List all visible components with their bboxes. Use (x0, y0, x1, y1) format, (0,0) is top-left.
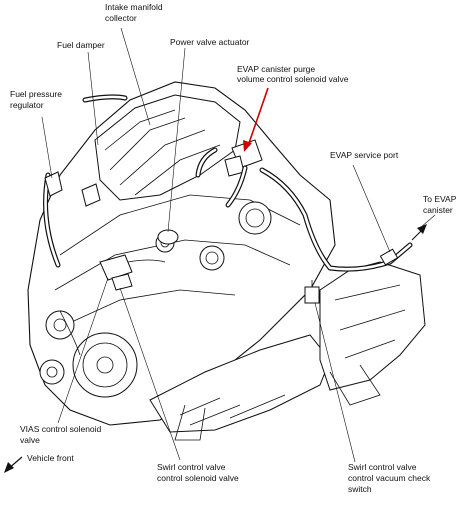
to-evap-canister-line-2: canister (423, 205, 453, 215)
label-power-valve-actuator: Power valve actuator (170, 37, 250, 47)
intake-manifold-line-2: collector (105, 13, 137, 23)
vias-line-1: VIAS control solenoid (20, 424, 102, 434)
evap-service-port-line-1: EVAP service port (330, 150, 399, 160)
swirl-solenoid-line-2: control solenoid valve (157, 473, 239, 483)
to-evap-canister-line-1: To EVAP (423, 194, 457, 204)
power-valve-actuator-line-1: Power valve actuator (170, 37, 250, 47)
fuel-damper-line-1: Fuel damper (57, 40, 105, 50)
vehicle-front-line-1: Vehicle front (27, 453, 74, 463)
label-vias-control-solenoid-valve: VIAS control solenoid valve (20, 424, 102, 445)
engine-drawing (27, 81, 426, 441)
evap-purge-valve-line-2: volume control solenoid valve (237, 74, 349, 84)
label-to-evap-canister: To EVAP canister (423, 194, 457, 215)
swirl-switch-line-3: switch (348, 484, 372, 494)
swirl-solenoid-line-1: Swirl control valve (157, 462, 226, 472)
label-fuel-damper: Fuel damper (57, 40, 105, 50)
label-evap-purge-valve: EVAP canister purge volume control solen… (237, 64, 349, 84)
label-vehicle-front: Vehicle front (27, 453, 74, 463)
to-canister-arrow (411, 224, 427, 241)
vehicle-front-arrow-icon (4, 456, 23, 473)
label-evap-service-port: EVAP service port (330, 150, 399, 160)
label-fuel-pressure-regulator: Fuel pressure regulator (10, 89, 62, 110)
swirl-switch-line-1: Swirl control valve (348, 462, 417, 472)
label-swirl-control-solenoid-valve: Swirl control valve control solenoid val… (157, 462, 239, 483)
intake-manifold-line-1: Intake manifold (105, 2, 163, 12)
fuel-pressure-regulator-line-2: regulator (10, 100, 44, 110)
label-swirl-vacuum-check-switch: Swirl control valve control vacuum check… (348, 462, 431, 494)
label-intake-manifold-collector: Intake manifold collector (105, 2, 163, 23)
evap-purge-valve-line-1: EVAP canister purge (237, 64, 315, 74)
highlight-arrow (243, 87, 269, 152)
fuel-pressure-regulator-line-1: Fuel pressure (10, 89, 62, 99)
leader-lines (41, 27, 436, 463)
vias-line-2: valve (20, 435, 40, 445)
swirl-switch-line-2: control vacuum check (348, 473, 431, 483)
